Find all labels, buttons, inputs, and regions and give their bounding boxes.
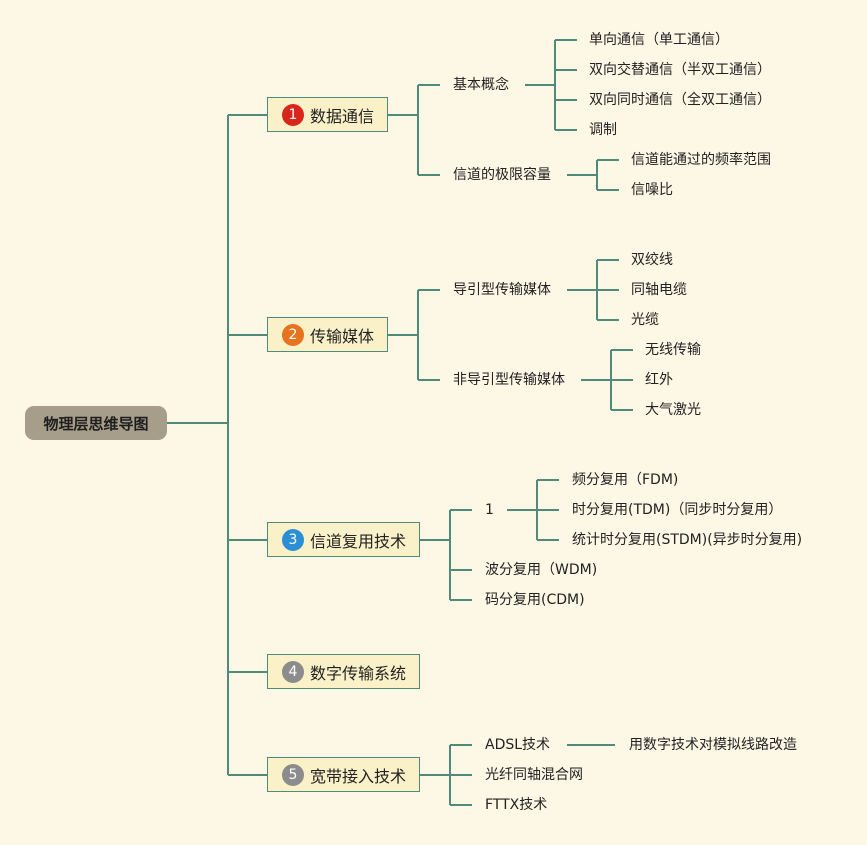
branch-digital-transmission[interactable]: 4 数字传输系统: [267, 654, 420, 689]
leaf-half-duplex[interactable]: 双向交替通信（半双工通信）: [589, 62, 771, 78]
leaf-laser[interactable]: 大气激光: [645, 402, 701, 418]
node-wdm[interactable]: 波分复用（WDM): [485, 562, 598, 578]
leaf-tdm[interactable]: 时分复用(TDM)（同步时分复用）: [572, 502, 783, 518]
node-adsl[interactable]: ADSL技术: [485, 737, 551, 753]
number-badge-4: 4: [282, 660, 304, 683]
branch-label: 传输媒体: [310, 326, 375, 346]
node-cdm[interactable]: 码分复用(CDM): [485, 592, 585, 608]
leaf-frequency-range[interactable]: 信道能通过的频率范围: [631, 152, 771, 168]
connector-branch-3: [420, 509, 472, 601]
leaf-fdm[interactable]: 频分复用（FDM): [572, 472, 679, 488]
node-multiplex-1[interactable]: 1: [485, 502, 494, 518]
connector-branch-2: [388, 289, 440, 381]
leaf-adsl-desc[interactable]: 用数字技术对模拟线路改造: [629, 737, 797, 753]
connector-sub-1-2: [567, 159, 619, 191]
leaf-stdm[interactable]: 统计时分复用(STDM)(异步时分复用): [572, 532, 803, 548]
node-unguided-media[interactable]: 非导引型传输媒体: [453, 372, 565, 388]
branch-data-communication[interactable]: 1 数据通信: [267, 97, 388, 132]
leaf-modulation[interactable]: 调制: [589, 122, 617, 138]
branch-label: 信道复用技术: [310, 531, 407, 551]
connector-sub-2-2: [581, 349, 633, 411]
leaf-coaxial[interactable]: 同轴电缆: [631, 282, 687, 298]
node-fttx[interactable]: FTTX技术: [485, 797, 548, 813]
connector-branch-5: [420, 744, 472, 806]
node-basic-concepts[interactable]: 基本概念: [453, 77, 509, 93]
node-guided-media[interactable]: 导引型传输媒体: [453, 282, 551, 298]
number-badge-3: 3: [282, 528, 304, 551]
branch-broadband-access[interactable]: 5 宽带接入技术: [267, 757, 420, 792]
branch-label: 数字传输系统: [310, 663, 407, 683]
number-badge-2: 2: [282, 323, 304, 346]
connector-branch-1: [388, 84, 440, 176]
connector-sub-2-1: [567, 259, 619, 321]
node-hfc[interactable]: 光纤同轴混合网: [485, 767, 583, 783]
branch-label: 数据通信: [310, 106, 375, 126]
number-badge-1: 1: [282, 103, 304, 126]
leaf-full-duplex[interactable]: 双向同时通信（全双工通信）: [589, 92, 771, 108]
leaf-snr[interactable]: 信噪比: [631, 182, 673, 198]
branch-label: 宽带接入技术: [310, 766, 407, 786]
branch-transmission-media[interactable]: 2 传输媒体: [267, 317, 388, 352]
leaf-simplex[interactable]: 单向通信（单工通信）: [589, 32, 729, 48]
connector-sub-3-1: [507, 479, 559, 541]
leaf-fiber[interactable]: 光缆: [631, 312, 659, 328]
branch-multiplexing[interactable]: 3 信道复用技术: [267, 522, 420, 557]
root-node[interactable]: 物理层思维导图: [25, 406, 167, 440]
number-badge-5: 5: [282, 763, 304, 786]
node-channel-capacity[interactable]: 信道的极限容量: [453, 167, 551, 183]
leaf-twisted-pair[interactable]: 双绞线: [631, 252, 673, 268]
connector-sub-1-1: [525, 39, 577, 131]
connector-root: [167, 114, 267, 776]
leaf-wireless[interactable]: 无线传输: [645, 342, 701, 358]
leaf-infrared[interactable]: 红外: [645, 372, 673, 388]
